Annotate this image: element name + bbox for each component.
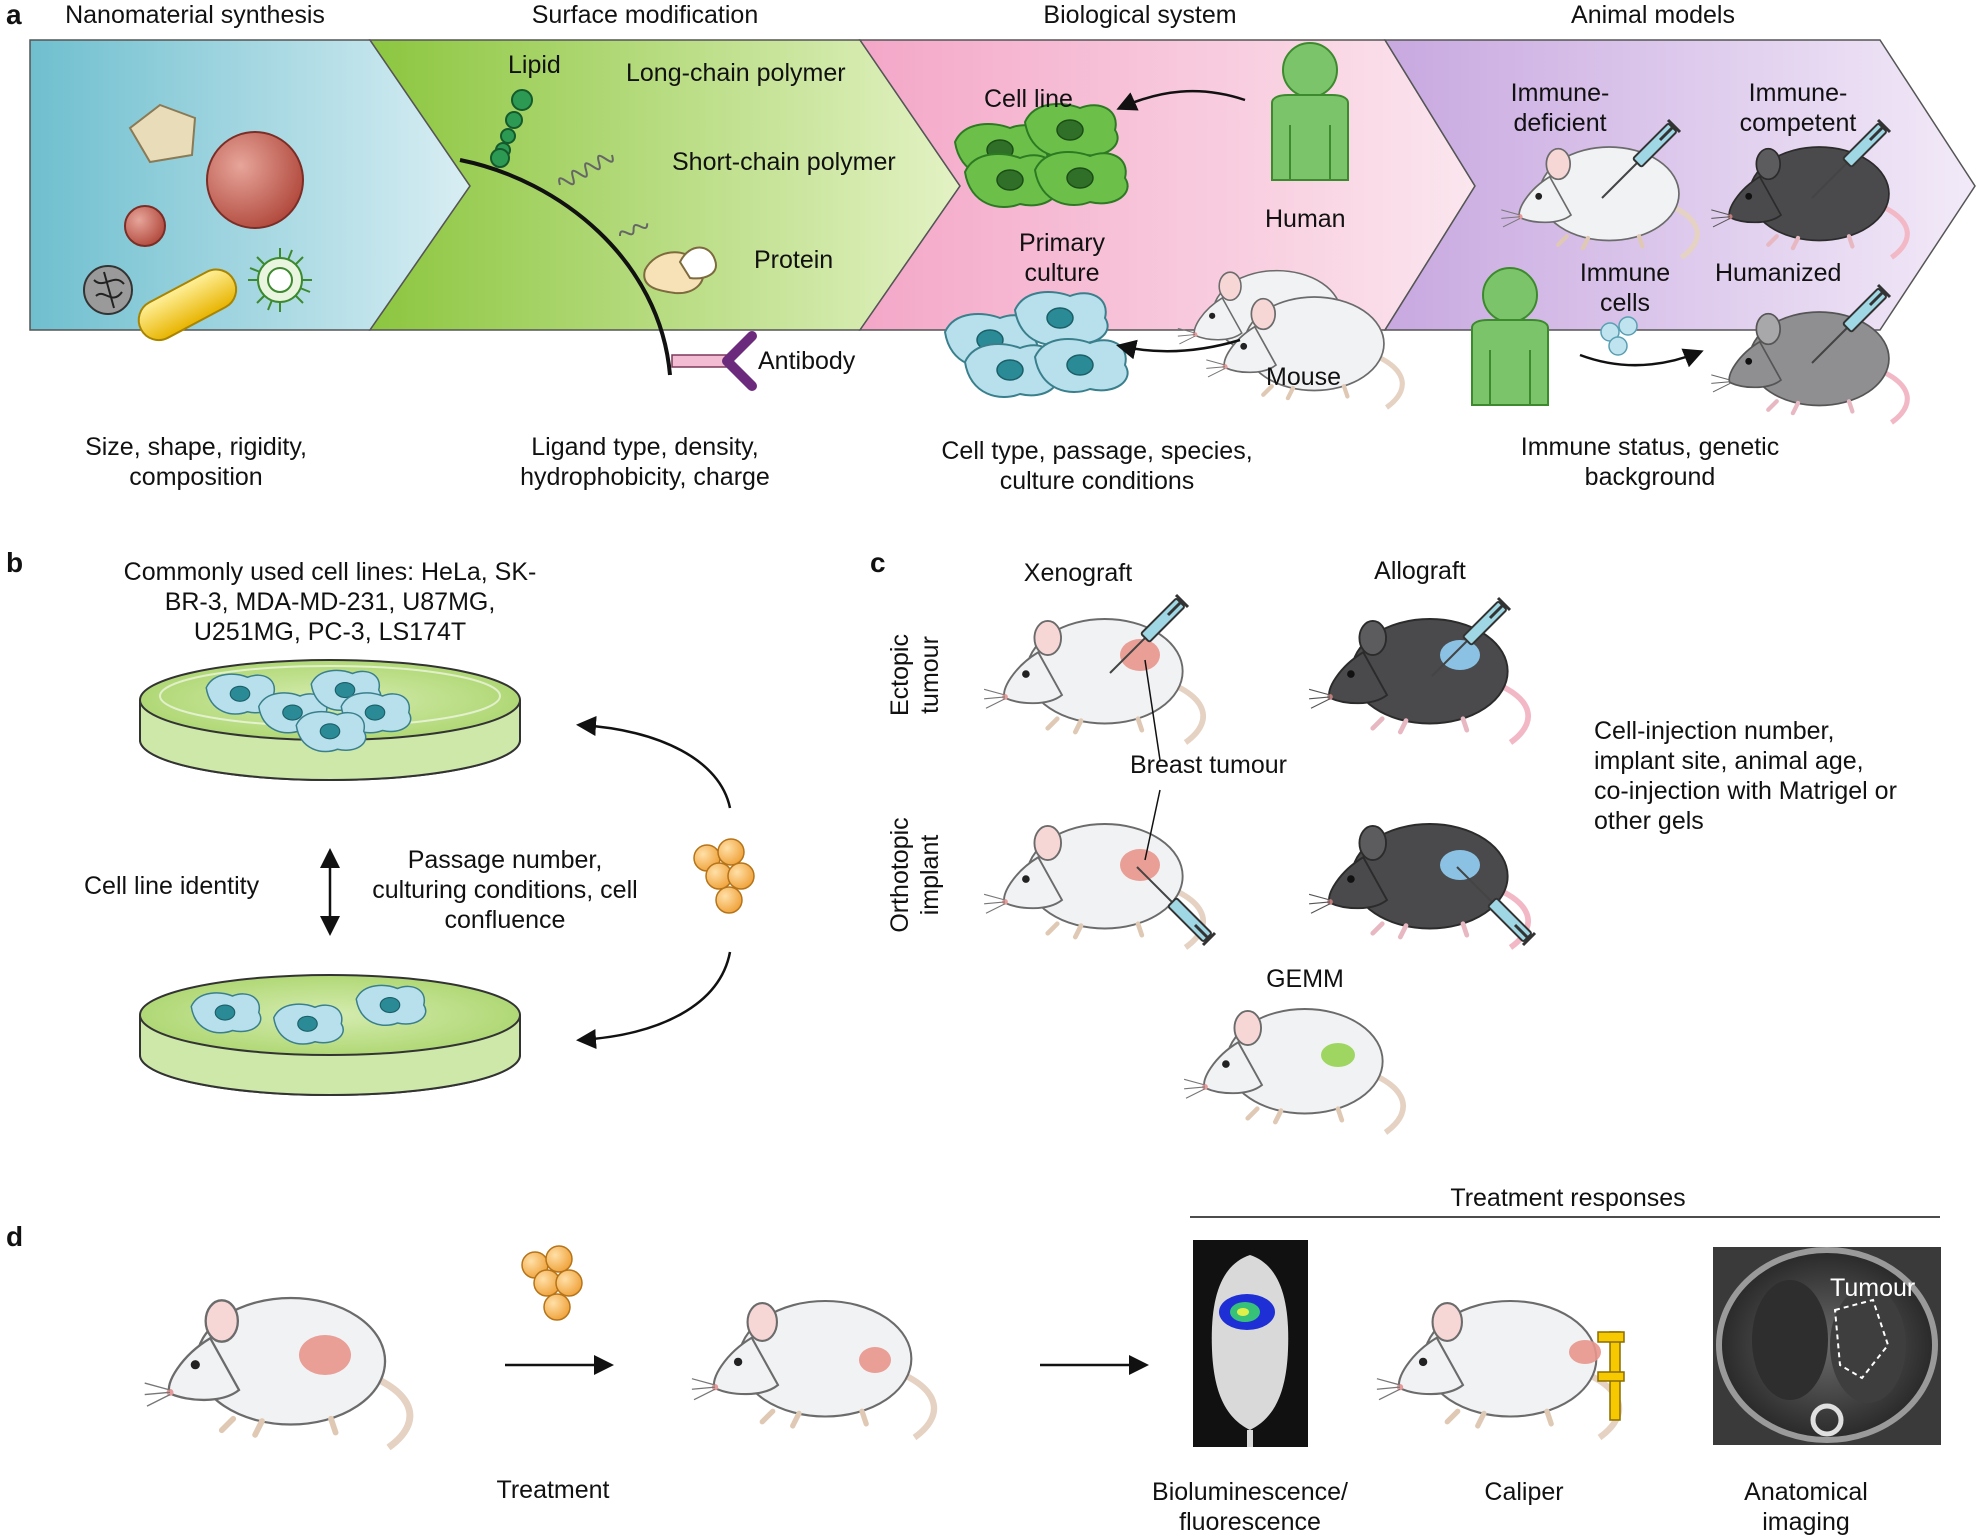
row-ectopic: Ectopic tumour bbox=[886, 634, 944, 716]
bio-system bbox=[944, 42, 1402, 408]
cell-line-identity-label: Cell line identity bbox=[84, 872, 260, 900]
stage-title-surface: Surface modification bbox=[531, 1, 759, 29]
panel-c-side-note: Cell-injection number, implant site, ani… bbox=[1594, 717, 1897, 835]
panel-d-letter: d bbox=[6, 1221, 24, 1252]
label-immune-cells: Immune cells bbox=[1579, 259, 1671, 317]
row-orthotopic: Orthotopic implant bbox=[886, 817, 944, 933]
panel-d-art bbox=[145, 1216, 1941, 1448]
stage-caption-synthesis: Size, shape, rigidity, composition bbox=[85, 433, 307, 491]
label-long-chain: Long-chain polymer bbox=[626, 59, 846, 87]
label-antibody: Antibody bbox=[758, 347, 856, 375]
label-primary-culture: Primary culture bbox=[1018, 229, 1106, 287]
treatment-responses-header: Treatment responses bbox=[1450, 1184, 1686, 1212]
panel-c-art bbox=[984, 593, 1537, 1133]
panel-c-letter: c bbox=[870, 547, 886, 578]
col-allograft: Allograft bbox=[1374, 557, 1466, 585]
col-xenograft: Xenograft bbox=[1023, 559, 1133, 587]
label-gemm: GEMM bbox=[1266, 965, 1344, 993]
label-mouse: Mouse bbox=[1266, 363, 1342, 391]
label-humanized: Humanized bbox=[1715, 259, 1842, 287]
panel-b-art bbox=[139, 659, 755, 1096]
stage-caption-biological: Cell type, passage, species, culture con… bbox=[941, 437, 1253, 495]
cell-lines-text: Commonly used cell lines: HeLa, SK-BR-3,… bbox=[123, 558, 537, 646]
stage-title-synthesis: Nanomaterial synthesis bbox=[65, 1, 325, 29]
label-cell-line: Cell line bbox=[984, 85, 1073, 113]
label-immune-deficient: Immune-deficient bbox=[1510, 79, 1610, 137]
label-short-chain: Short-chain polymer bbox=[672, 148, 896, 176]
stage-title-animal: Animal models bbox=[1571, 1, 1735, 29]
label-immune-competent: Immune-competent bbox=[1739, 79, 1857, 137]
label-human: Human bbox=[1265, 205, 1346, 233]
label-tumour: Tumour bbox=[1830, 1274, 1916, 1302]
label-bioluminescence: Bioluminescence/ fluorescence bbox=[1152, 1478, 1348, 1536]
stage-title-biological: Biological system bbox=[1043, 1, 1237, 29]
label-caliper: Caliper bbox=[1484, 1478, 1564, 1506]
label-lipid: Lipid bbox=[508, 51, 561, 79]
label-protein: Protein bbox=[754, 246, 834, 274]
animal-models bbox=[1471, 118, 1907, 423]
label-treatment: Treatment bbox=[496, 1476, 610, 1504]
panel-a-letter: a bbox=[6, 0, 22, 30]
label-anatomical-imaging: Anatomical imaging bbox=[1744, 1478, 1868, 1536]
label-breast-tumour: Breast tumour bbox=[1130, 751, 1288, 779]
passage-text: Passage number, culturing conditions, ce… bbox=[372, 846, 638, 934]
stage-caption-surface: Ligand type, density, hydrophobicity, ch… bbox=[520, 433, 770, 491]
nanomaterials bbox=[83, 103, 312, 342]
stage-caption-animal: Immune status, genetic background bbox=[1520, 433, 1780, 491]
panel-b-letter: b bbox=[6, 547, 24, 578]
surface-arc bbox=[459, 89, 757, 391]
